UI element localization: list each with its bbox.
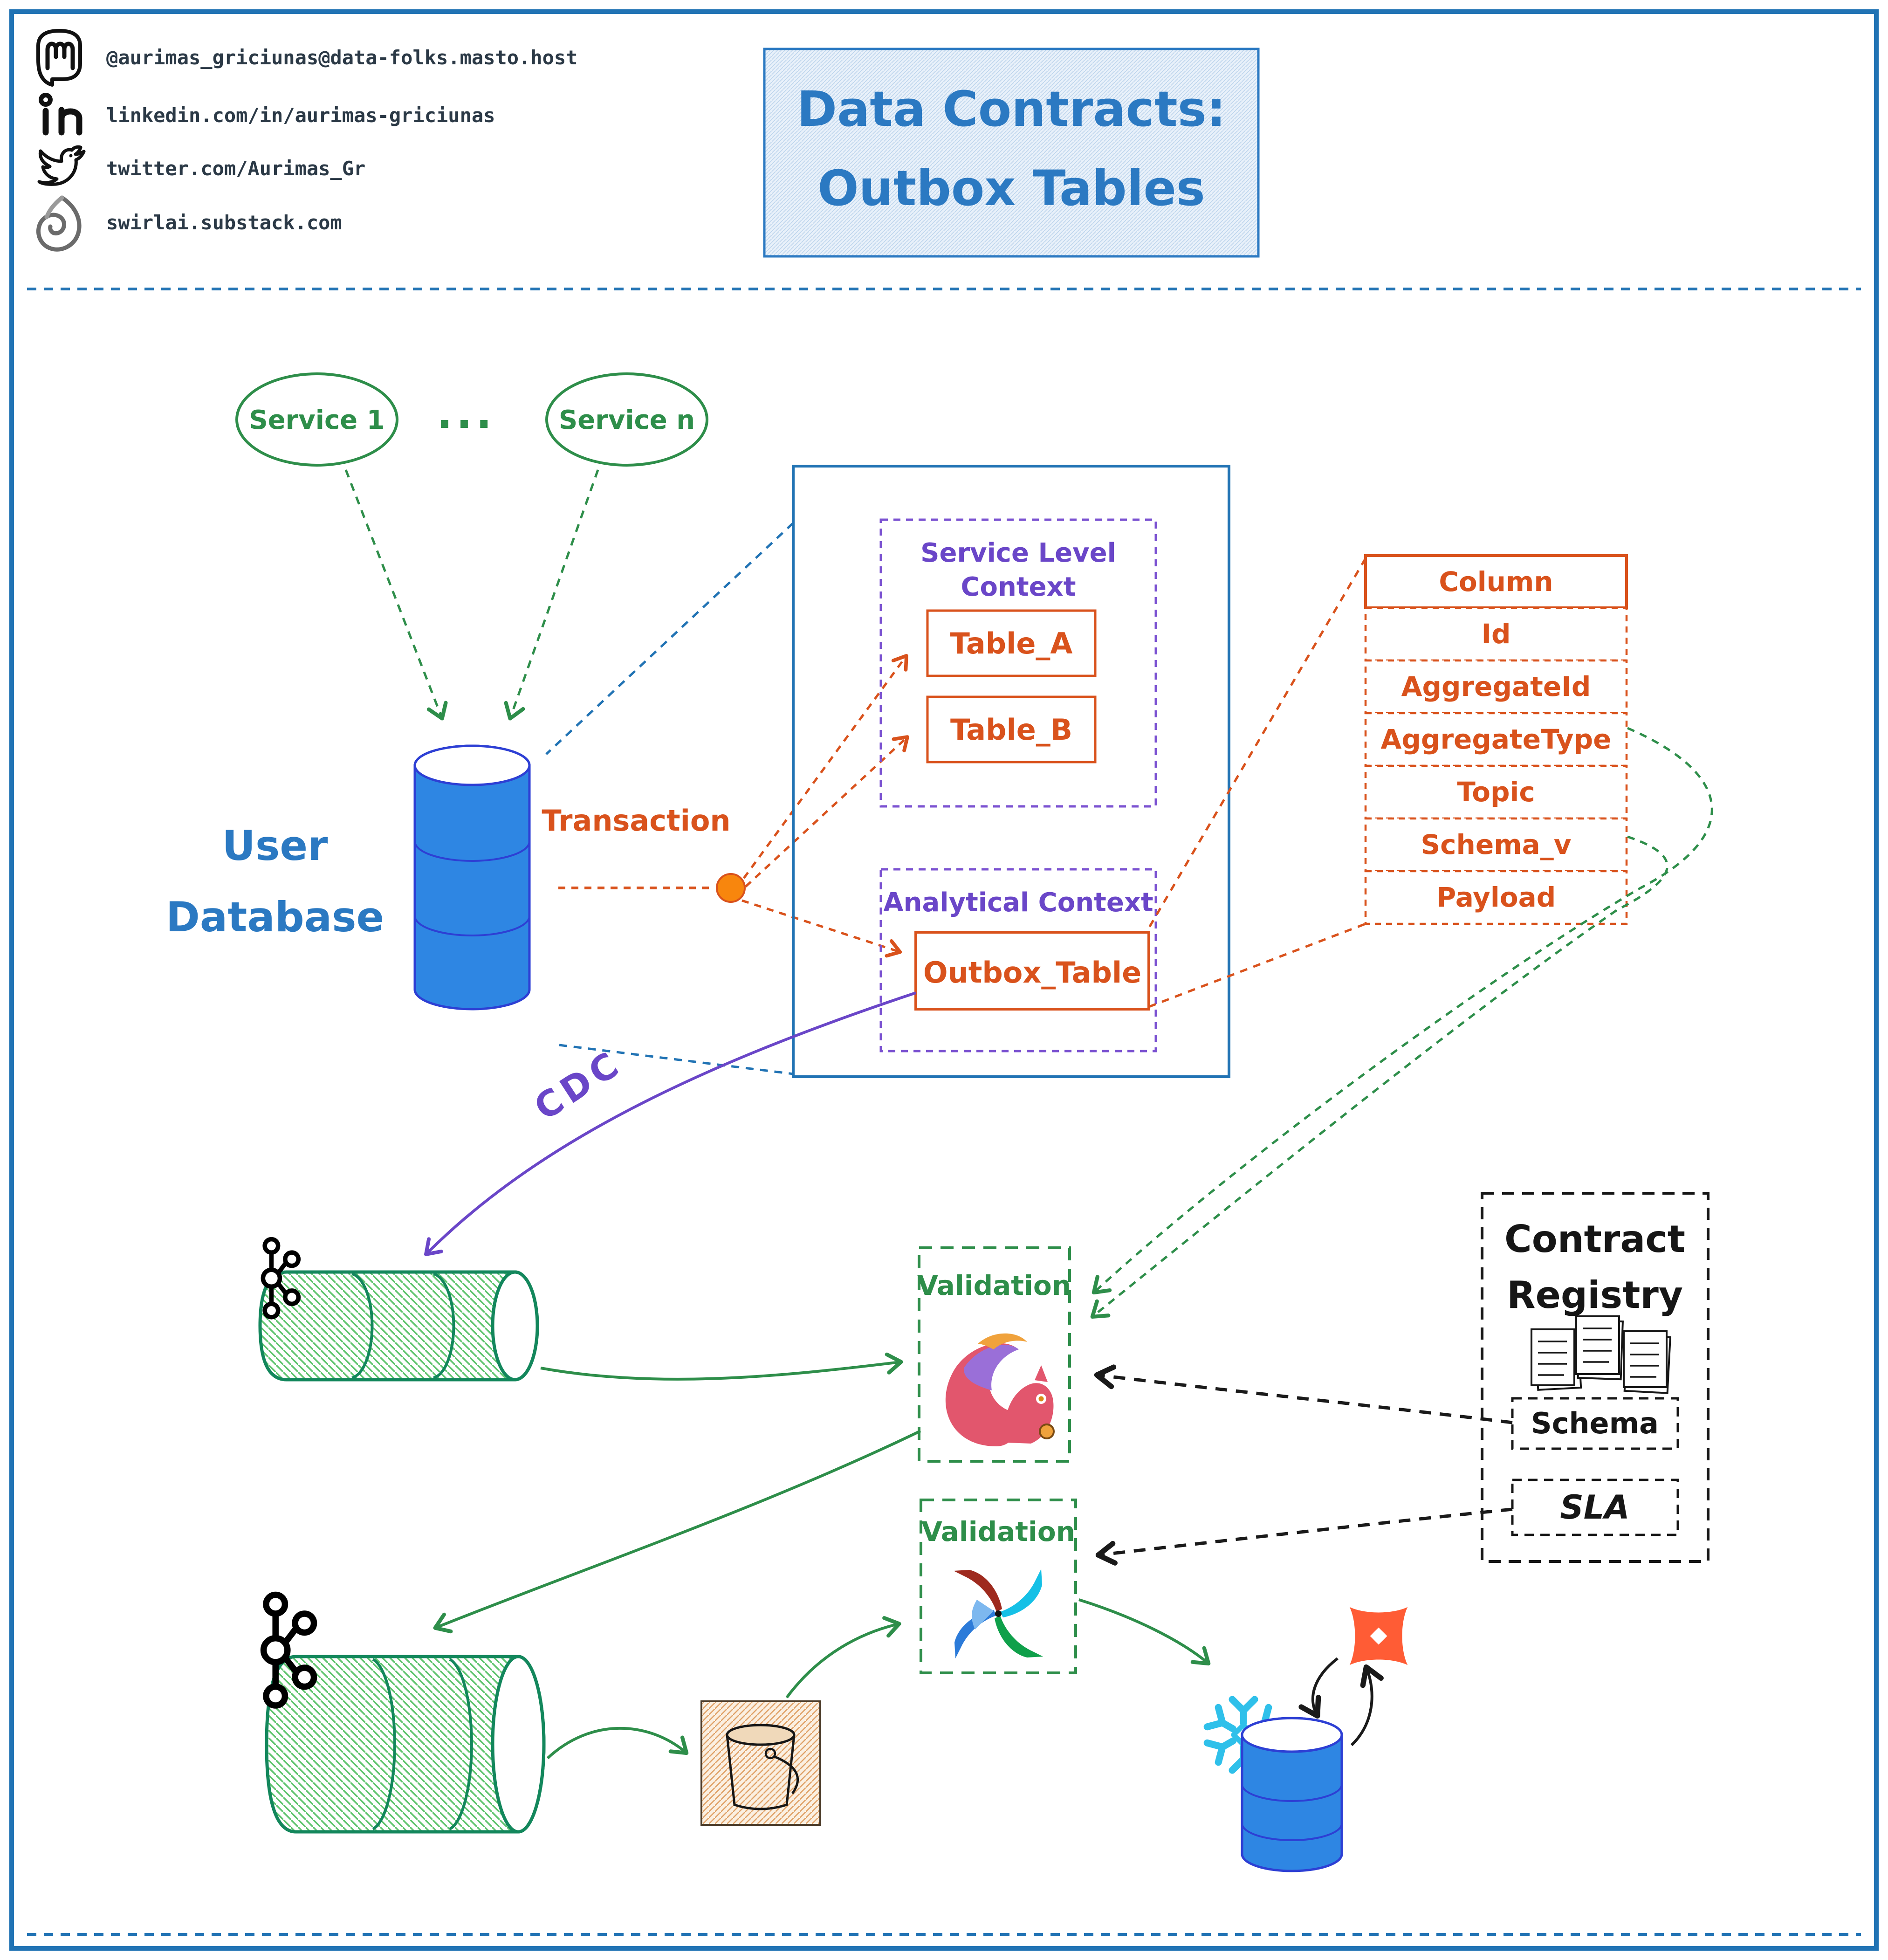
column-row-label: Topic [1457,776,1535,808]
column-row-cell [1364,606,1628,662]
arrow-validation-to-warehouse [1078,1598,1211,1666]
s3-bucket-icon [700,1700,821,1826]
arrow-validation-to-kafka2 [433,1430,921,1634]
contract-registry-title-line1: Contract [1504,1217,1685,1261]
transaction-node [716,873,746,903]
social-links: @aurimas_griciunas@data-folks.masto.host… [36,29,577,252]
column-row-label: Schema_v [1421,829,1571,860]
service-1-label: Service 1 [249,405,384,435]
connector-outbox-to-columns-top [1146,557,1367,931]
column-row-cell [1364,659,1628,715]
arrow-columns-to-validation-2 [1090,835,1668,1319]
mastodon-handle: @aurimas_griciunas@data-folks.masto.host [106,46,577,69]
analytical-context-title: Analytical Context [883,887,1153,918]
contract-registry-title-line2: Registry [1507,1273,1683,1317]
outbox-columns-table: Column Id AggregateId AggregateType Topi… [1364,554,1628,925]
arrow-cdc-outbox-to-kafka [424,991,916,1256]
arrow-transaction-to-table-a [742,654,908,879]
swirlai-substack-icon [36,195,82,252]
analytical-context-box: Analytical Context Outbox_Table [879,868,1157,1052]
outbox-table-label: Outbox_Table [923,956,1141,990]
twitter-icon [37,145,86,186]
arrow-transaction-to-outbox-table [741,899,902,958]
table-a-box [926,609,1097,677]
page-title-line1: Data Contracts: [797,81,1226,138]
dbt-icon [1349,1607,1408,1665]
schema-label: Schema [1531,1406,1659,1440]
columns-header-label: Column [1439,566,1553,598]
table-b-box [926,695,1097,763]
service-level-context-box: Service Level Context Table_A Table_B [879,518,1157,808]
column-row-cell [1364,817,1628,873]
arrow-kafka2-to-bucket [546,1726,689,1760]
validation-batch-box: Validation [920,1499,1077,1674]
column-row-label: AggregateType [1381,723,1612,755]
transaction-label: Transaction [542,804,730,838]
flink-squirrel-icon [945,1333,1055,1446]
connector-outbox-to-columns-bottom [1148,922,1366,1008]
arrow-transaction-to-table-b [745,735,909,887]
documents-icon [1531,1315,1671,1394]
validation-batch-label: Validation [921,1516,1075,1547]
database-contexts-box [792,465,1230,1078]
link-contextbox-to-db-top [545,522,794,755]
title-box: Data Contracts: Outbox Tables [763,48,1260,258]
linkedin-icon [39,93,82,136]
user-database-label-line1: User [222,822,329,870]
page-title-line2: Outbox Tables [817,160,1205,217]
table-a-label: Table_A [950,626,1073,660]
outer-border [9,9,1879,1951]
sla-label: SLA [1560,1488,1629,1527]
kafka-topic-cylinder-2 [265,1655,546,1834]
user-database-cylinder [413,744,531,1011]
column-row-label: Id [1481,618,1510,650]
arrow-columns-to-validation-1 [1092,727,1713,1295]
service-1-node: Service 1 [235,372,398,467]
arrow-schema-to-stream-validation [1094,1364,1513,1424]
schema-box [1511,1397,1679,1450]
columns-header-cell [1364,554,1628,609]
validation-stream-box: Validation [917,1246,1071,1463]
kafka-icon [261,1237,301,1320]
column-row-label: AggregateId [1401,671,1591,702]
arrow-servicen-to-db [504,469,599,721]
column-row-cell [1364,712,1628,767]
service-n-label: Service n [559,405,695,435]
kafka-topic-cylinder-1 [258,1270,539,1382]
column-row-cell [1364,870,1628,925]
mastodon-icon [36,29,82,87]
warehouse-database-cylinder [1241,1717,1343,1872]
sla-box [1511,1479,1679,1536]
arrow-service1-to-db [344,469,448,721]
arrow-bucket-to-validation [785,1616,901,1699]
service-level-context-title-line2: Context [961,572,1076,602]
arrow-sla-to-batch-validation [1095,1507,1513,1566]
column-row-cell [1364,764,1628,820]
twitter-url: twitter.com/Aurimas_Gr [106,157,365,180]
linkedin-url: linkedin.com/in/aurimas-griciunas [106,104,495,127]
table-b-label: Table_B [950,713,1072,747]
airflow-pinwheel-icon [954,1569,1043,1658]
kafka-icon [260,1591,317,1709]
service-level-context-title-line1: Service Level [920,538,1116,568]
arrow-database-to-dbt [1350,1664,1384,1747]
service-n-node: Service n [545,372,708,467]
services-ellipsis: ... [437,389,496,438]
validation-stream-label: Validation [917,1270,1071,1301]
arrow-dbt-to-database [1298,1657,1339,1719]
link-db-bottom-to-contextbox [559,1044,794,1075]
outbox-table-box [914,931,1150,1011]
arrow-kafka1-to-validation [540,1352,903,1381]
contract-registry-box: Contract Registry Schema SLA [1481,1192,1709,1563]
column-row-label: Payload [1436,881,1556,913]
substack-url: swirlai.substack.com [106,211,342,234]
user-database-label-line2: Database [166,893,384,941]
